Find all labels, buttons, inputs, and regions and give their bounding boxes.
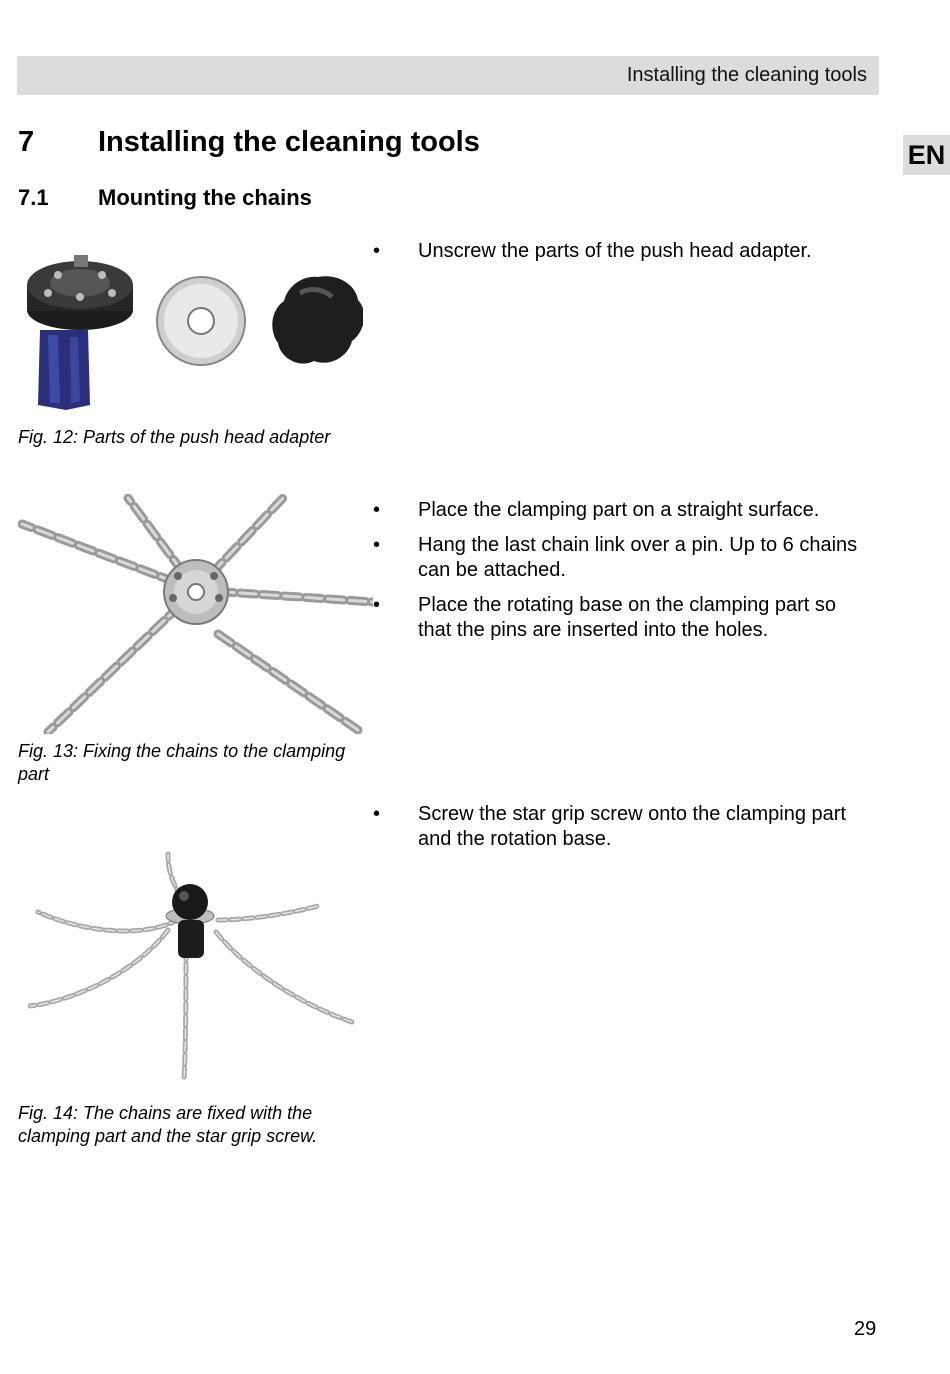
running-header-title: Installing the cleaning tools — [626, 64, 867, 86]
bullet-item: •Screw the star grip screw onto the clam… — [373, 803, 846, 850]
figure-12-caption: Fig. 12: Parts of the push head adapter — [18, 427, 331, 447]
bullet-glyph: • — [373, 534, 381, 556]
section-number: 7 — [18, 126, 35, 158]
figure-14-caption: Fig. 14: The chains are fixed with the c… — [18, 1103, 318, 1146]
figure-14-assembled-chains-image — [27, 851, 355, 1083]
bullet-item: •Place the clamping part on a straight s… — [373, 499, 820, 521]
figure-13-caption: Fig. 13: Fixing the chains to the clampi… — [18, 741, 346, 784]
subsection-title: Mounting the chains — [98, 185, 312, 210]
running-header: Installing the cleaning tools — [17, 56, 879, 95]
bullet-item: •Unscrew the parts of the push head adap… — [373, 240, 812, 262]
bullet-item: •Place the rotating base on the clamping… — [373, 594, 837, 641]
step-1-bullet-list: •Unscrew the parts of the push head adap… — [372, 239, 872, 274]
page-number: 29 — [854, 1318, 877, 1340]
subsection-number: 7.1 — [18, 185, 49, 210]
bullet-item: •Hang the last chain link over a pin. Up… — [373, 534, 858, 581]
step-2-bullet-list: •Place the clamping part on a straight s… — [372, 498, 872, 653]
step-3-bullet-list: •Screw the star grip screw onto the clam… — [372, 802, 872, 862]
figure-12-adapter-parts-image — [27, 255, 363, 410]
figure-13-chains-clamping-image — [18, 494, 373, 734]
section-title: Installing the cleaning tools — [98, 126, 480, 158]
bullet-glyph: • — [373, 240, 381, 262]
bullet-glyph: • — [373, 594, 381, 616]
language-tab: EN — [903, 135, 950, 175]
bullet-glyph: • — [373, 499, 381, 521]
bullet-glyph: • — [373, 803, 381, 825]
